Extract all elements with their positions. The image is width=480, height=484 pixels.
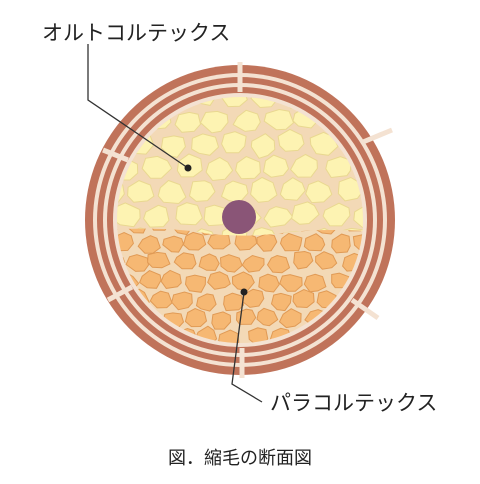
orthocortex-cell: [205, 156, 234, 182]
paracortex-cell: [182, 231, 207, 251]
paracortex-cell: [279, 274, 303, 292]
orthocortex-cell: [291, 201, 320, 225]
paracortex-cell: [234, 231, 258, 251]
paracortex-cell: [162, 235, 184, 253]
orthocortex-cell: [263, 108, 295, 131]
paracortex-cell: [343, 228, 363, 232]
orthocortex-cell: [127, 180, 155, 203]
paracortex-label: パラコルテックス: [270, 391, 437, 415]
orthocortex-cell: [289, 153, 318, 178]
orthocortex-cell: [220, 97, 248, 108]
paracortex-cell: [125, 228, 148, 234]
paracortex-cell: [270, 292, 292, 312]
orthocortex-cell: [249, 227, 279, 236]
orthocortex-cell: [250, 176, 278, 203]
paracortex-cell: [195, 293, 217, 312]
paracortex-cell: [149, 290, 173, 309]
orthocortex-cell: [305, 180, 333, 204]
orthocortex-cell: [336, 97, 363, 106]
paracortex-cell: [241, 254, 265, 273]
paracortex-cell: [160, 269, 182, 289]
paracortex-cell: [198, 253, 220, 271]
paracortex-cell: [137, 235, 161, 254]
figure-caption: 図．縮毛の断面図: [168, 448, 312, 469]
paracortex-cell: [293, 250, 314, 270]
orthocortex-cell: [157, 179, 187, 205]
orthocortex-cell: [203, 204, 229, 227]
paracortex-cell: [303, 233, 326, 252]
paracortex-cell: [138, 270, 162, 289]
paracortex-cell: [117, 327, 124, 343]
orthocortex-cell: [353, 205, 363, 229]
paracortex-cell: [207, 232, 231, 250]
leader-lines: [87, 44, 263, 403]
cuticle-seams: [102, 62, 393, 378]
orthocortex-cell: [263, 206, 294, 228]
orthocortex-cell: [188, 180, 216, 202]
paracortex-cell: [279, 232, 303, 252]
orthocortex-cell: [175, 202, 203, 226]
orthocortex-cell: [117, 97, 123, 110]
paracortex-cell: [207, 271, 231, 290]
orthocortex-cell: [262, 154, 290, 178]
orthocortex-cell: [143, 204, 170, 228]
orthocortex-cell: [250, 97, 279, 109]
orthocortex-label: オルトコルテックス: [42, 21, 230, 45]
paracortex-cell: [147, 251, 171, 269]
paracortex-cell: [235, 308, 257, 325]
paracortex-cell: [173, 252, 197, 270]
paracortex-cell: [331, 233, 351, 254]
orthocortex-cell: [277, 128, 305, 152]
paracortex-cell: [211, 311, 232, 330]
paracortex-cell: [256, 233, 278, 252]
orthocortex-cell: [141, 155, 173, 179]
ortho-leader-dot: [184, 164, 192, 172]
paracortex-cell: [184, 274, 207, 293]
paracortex-cell: [125, 254, 150, 272]
paracortex-cell: [258, 273, 280, 293]
paracortex-cell: [223, 292, 245, 312]
medulla: [222, 200, 256, 234]
orthocortex-cell: [117, 202, 141, 228]
orthocortex-cell: [322, 202, 351, 227]
para-leader-dot: [240, 288, 248, 296]
paracortex-cell: [266, 254, 291, 274]
paracortex-cell: [148, 228, 170, 231]
paracortex-cell: [171, 291, 193, 311]
paracortex-cell: [219, 254, 243, 273]
paracortex-cell: [352, 233, 363, 251]
orthocortex-cell: [160, 135, 186, 158]
paracortex-cell: [184, 307, 208, 328]
paracortex-cell: [292, 288, 315, 309]
paracortex-cell: [315, 251, 338, 270]
para-leader-line: [231, 291, 263, 403]
orthocortex-cell: [191, 133, 220, 156]
paracortex-cell: [303, 273, 327, 293]
orthocortex-cell: [232, 109, 261, 132]
orthocortex-cell: [174, 111, 202, 133]
orthocortex-cell: [250, 133, 276, 159]
paracortex-cell: [256, 307, 279, 327]
paracortex-cell: [278, 308, 302, 329]
orthocortex-cell: [221, 131, 247, 154]
orthocortex-cell: [279, 177, 306, 201]
ortho-leader-line: [87, 44, 189, 169]
orthocortex-cell: [199, 110, 229, 134]
orthocortex-cell: [235, 156, 261, 180]
paracortex-cell: [248, 327, 269, 343]
